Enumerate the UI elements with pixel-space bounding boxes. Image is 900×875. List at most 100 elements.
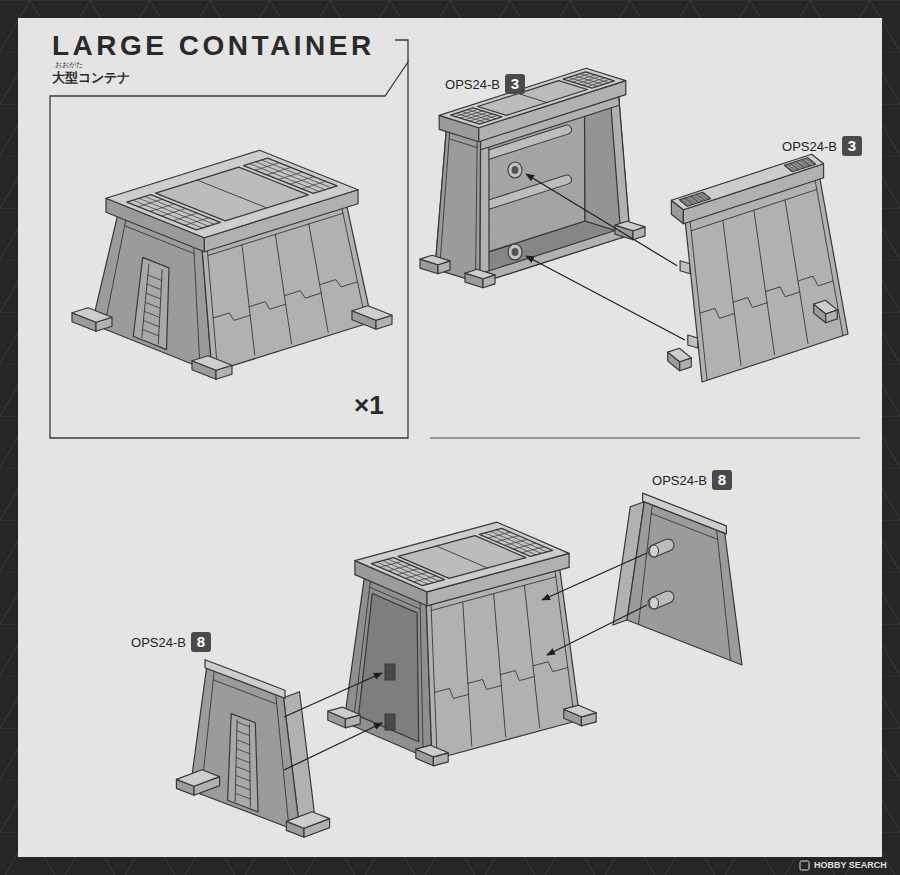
detail-line xyxy=(162,209,186,217)
peg-hole xyxy=(512,166,519,174)
title: LARGE CONTAINER xyxy=(52,32,375,60)
detail-line xyxy=(435,688,469,698)
detail-line xyxy=(139,198,209,226)
detail-line xyxy=(787,160,810,168)
wall-rim xyxy=(643,493,727,534)
detail-line xyxy=(249,725,250,808)
subtitle: 大型コンテナ xyxy=(52,71,130,84)
detail-line xyxy=(143,320,159,326)
detail-line xyxy=(146,293,161,299)
detail-line xyxy=(242,245,255,355)
grille xyxy=(451,108,502,124)
detail-line xyxy=(587,79,610,86)
detail-line xyxy=(276,695,289,828)
grille xyxy=(679,192,710,206)
foot xyxy=(286,812,329,828)
roof-top xyxy=(106,150,358,237)
detail-line xyxy=(798,276,833,286)
detail-line xyxy=(496,530,547,552)
foot xyxy=(814,300,838,313)
foot xyxy=(328,707,360,719)
detail-line xyxy=(388,559,439,581)
detail-line xyxy=(766,287,800,297)
detail-line xyxy=(488,532,510,538)
assembly-arrow xyxy=(284,673,382,717)
divider xyxy=(430,437,860,438)
detail-line xyxy=(468,680,502,690)
detail-line xyxy=(207,246,218,371)
grille xyxy=(563,72,614,88)
assembly-arrow xyxy=(526,256,685,340)
detail-line xyxy=(681,193,704,201)
peg-tip xyxy=(650,545,659,557)
tube xyxy=(477,180,567,209)
detail-line xyxy=(533,662,568,672)
detail-line xyxy=(237,722,249,727)
assembly-arrow xyxy=(547,605,647,655)
quantity: ×1 xyxy=(354,392,384,418)
detail-line xyxy=(278,172,302,180)
detail-line xyxy=(148,275,162,281)
detail-line xyxy=(568,73,591,80)
detail-line xyxy=(235,793,250,799)
detail-line xyxy=(686,198,709,206)
assembled-container xyxy=(72,150,392,379)
detail-line xyxy=(320,280,358,287)
detail-line xyxy=(397,569,419,575)
detail-line xyxy=(405,572,427,578)
roof-top xyxy=(671,154,823,210)
roof-top xyxy=(439,68,626,127)
detail-line xyxy=(237,731,250,736)
assembly-arrow xyxy=(526,174,677,266)
door xyxy=(133,257,169,349)
figures xyxy=(72,68,848,837)
detail-line xyxy=(414,576,436,582)
foot xyxy=(192,356,232,371)
detail-line xyxy=(237,740,250,745)
peg-socket xyxy=(508,162,522,178)
detail-line xyxy=(518,94,547,103)
detail-line xyxy=(491,531,542,553)
peg-hole xyxy=(385,714,395,730)
detail-line xyxy=(440,130,450,271)
detail-line xyxy=(573,75,596,82)
callout-number: 8 xyxy=(191,632,211,652)
part-code: OPS24-B xyxy=(131,636,186,649)
callout-number: 8 xyxy=(712,470,732,490)
foot xyxy=(615,221,645,230)
detail-line xyxy=(104,217,126,329)
container-end xyxy=(344,576,432,760)
sill xyxy=(480,226,630,283)
door xyxy=(228,714,259,812)
peg-hole xyxy=(385,664,395,680)
part-code: OPS24-B xyxy=(782,140,837,153)
detail-line xyxy=(138,199,162,207)
end-wall xyxy=(613,493,742,665)
detail-line xyxy=(420,600,423,757)
foot xyxy=(564,705,596,717)
detail-line xyxy=(388,565,410,571)
grille xyxy=(244,158,338,193)
post xyxy=(610,95,630,238)
part-code: OPS24-B xyxy=(652,474,707,487)
detail-line xyxy=(733,298,767,308)
detail-line xyxy=(690,221,707,381)
detail-line xyxy=(290,177,314,185)
detail-line xyxy=(505,539,527,545)
end-opening xyxy=(359,594,419,742)
callout-number: 3 xyxy=(842,136,862,156)
detail-line xyxy=(465,112,488,119)
detail-line xyxy=(513,543,535,549)
detail-line xyxy=(494,594,506,737)
detail-line xyxy=(236,776,250,781)
detail-line xyxy=(185,218,209,226)
detail-line xyxy=(133,200,203,228)
detail-line xyxy=(578,76,601,83)
detail-line xyxy=(582,78,605,85)
door-end-wall xyxy=(176,660,329,838)
detail-line xyxy=(460,111,483,118)
detail-line xyxy=(437,546,488,568)
